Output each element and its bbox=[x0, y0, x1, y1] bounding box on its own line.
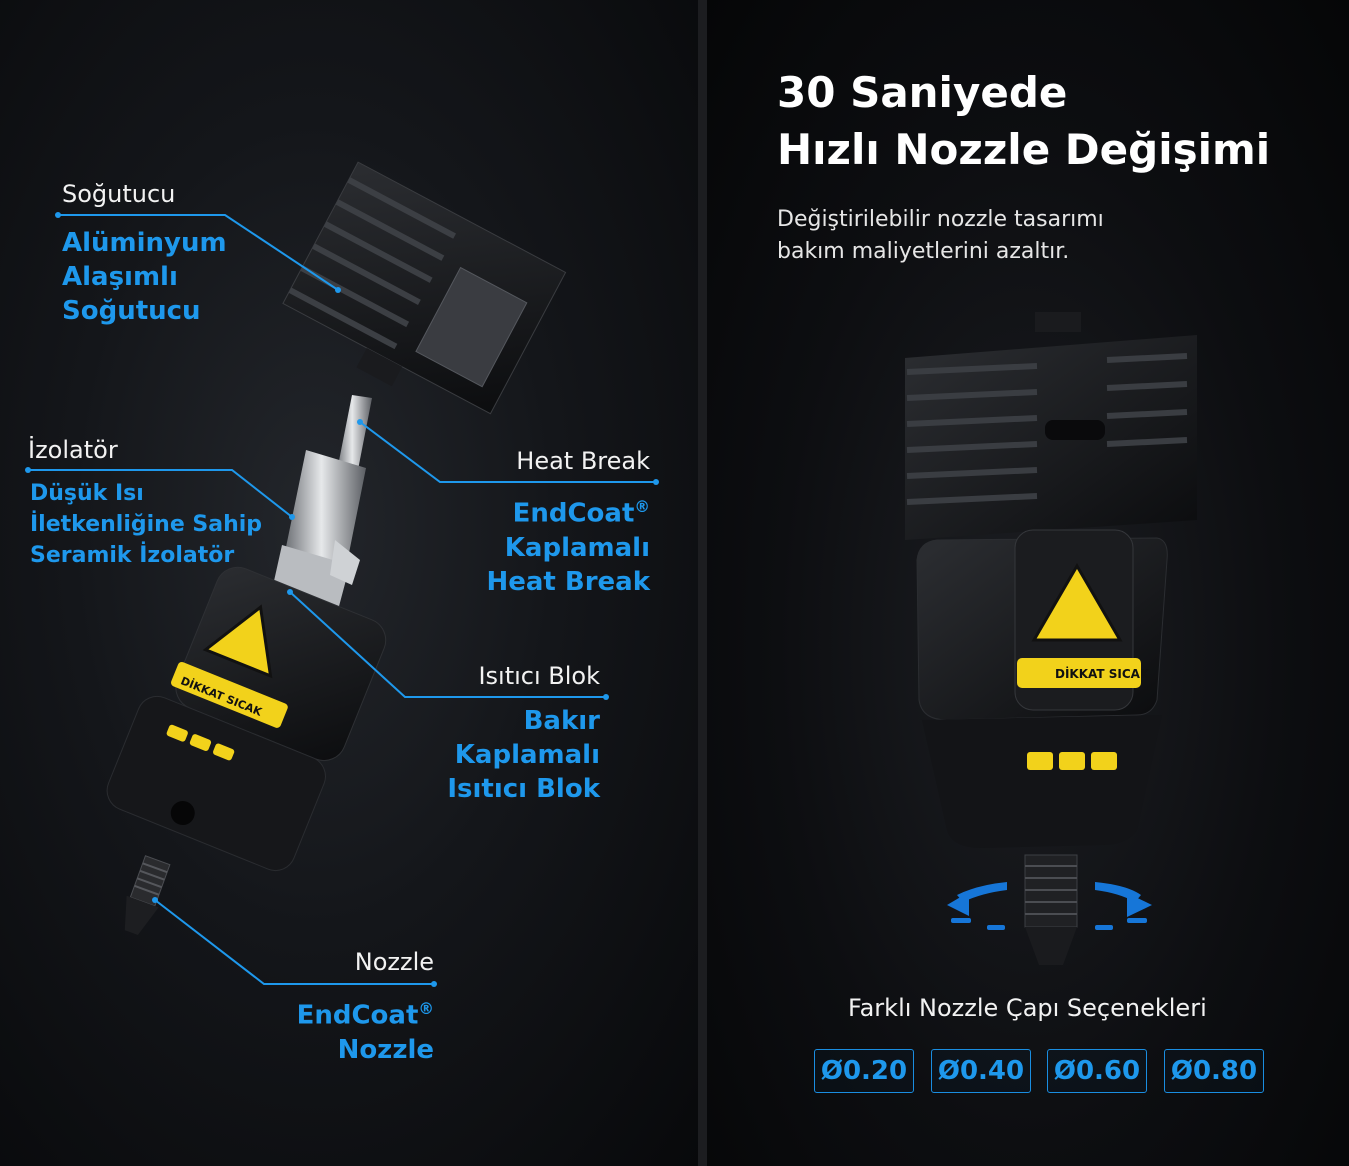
heat-break-part bbox=[336, 395, 372, 480]
nozzle-part bbox=[124, 855, 171, 935]
option-0-40[interactable]: Ø0.40 bbox=[931, 1049, 1031, 1093]
exploded-hotend-illustration bbox=[25, 161, 659, 987]
option-0-20[interactable]: Ø0.20 bbox=[814, 1049, 914, 1093]
nozzle-desc: EndCoat® Nozzle bbox=[296, 1000, 434, 1065]
option-0-80[interactable]: Ø0.80 bbox=[1164, 1049, 1264, 1093]
heatsink-part bbox=[905, 312, 1197, 540]
heatsink-part bbox=[282, 161, 567, 415]
cooler-label: Soğutucu bbox=[62, 180, 176, 208]
isolator-label: İzolatör bbox=[28, 436, 118, 464]
nozzle-part bbox=[1024, 854, 1078, 965]
panel-divider bbox=[698, 0, 707, 1166]
heater-block-part bbox=[106, 566, 387, 872]
assembled-hotend-illustration bbox=[905, 312, 1197, 965]
nozzle-options-label: Farklı Nozzle Çapı Seçenekleri bbox=[848, 994, 1207, 1022]
heater-block-label: Isıtıcı Blok bbox=[478, 662, 600, 690]
heater-block-part bbox=[916, 529, 1168, 848]
rotate-arrows-icon bbox=[947, 882, 1152, 930]
nozzle-label: Nozzle bbox=[354, 948, 434, 976]
right-warning-sticker: DİKKAT SICAK bbox=[1055, 667, 1150, 681]
option-0-60[interactable]: Ø0.60 bbox=[1047, 1049, 1147, 1093]
heat-break-label: Heat Break bbox=[516, 447, 650, 475]
